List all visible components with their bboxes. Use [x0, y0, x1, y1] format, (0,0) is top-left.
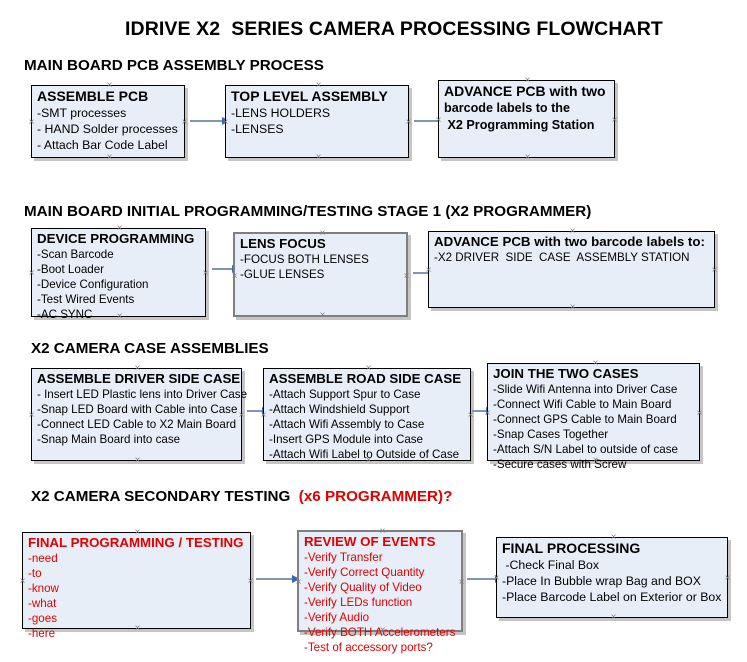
section-heading-red-suffix: (x6 PROGRAMMER)?: [298, 488, 453, 505]
node-line: -to: [28, 567, 42, 580]
node-line: -Boot Loader: [37, 263, 105, 276]
node-line: -Place In Bubble wrap Bag and BOX: [502, 574, 701, 588]
node-line: -Insert GPS Module into Case: [269, 433, 424, 446]
node-line: -Verify BOTH Accelerometers: [304, 626, 456, 639]
node-title: FINAL PROCESSING: [502, 540, 641, 556]
resize-handle-left[interactable]: [27, 269, 36, 278]
resize-handle-bottom[interactable]: [523, 153, 532, 162]
node-line: -Verify Quality of Video: [304, 581, 422, 594]
node-review-of-events[interactable]: REVIEW OF EVENTS -Verify Transfer -Verif…: [297, 530, 463, 654]
node-line: barcode labels to the: [444, 101, 570, 115]
node-assemble-driver-side-case[interactable]: ASSEMBLE DRIVER SIDE CASE - Insert LED P…: [31, 368, 248, 461]
node-assemble-pcb[interactable]: ASSEMBLE PCB -SMT processes - HAND Solde…: [31, 85, 185, 158]
node-title: ADVANCE PCB with two barcode labels to:: [434, 234, 705, 249]
node-title: REVIEW OF EVENTS: [304, 534, 436, 549]
node-line: -Verify Audio: [304, 611, 370, 624]
node-line: -Attach Wifi Label to Outside of Case: [269, 448, 460, 461]
node-line: -Verify Transfer: [304, 551, 383, 564]
node-line: -Snap Main Board into case: [37, 433, 181, 446]
node-line: -Attach Windshield Support: [269, 403, 410, 416]
arrowhead-icon: [292, 574, 300, 583]
node-line: -Snap Cases Together: [493, 428, 609, 441]
resize-handle-left[interactable]: [230, 272, 239, 281]
node-line: -Device Configuration: [37, 278, 149, 291]
resize-handle-left[interactable]: [27, 411, 36, 420]
node-line: -LENS HOLDERS: [231, 106, 331, 120]
connector-device-programming-to-lens-focus: [212, 264, 240, 273]
node-line: - Insert LED Plastic lens into Driver Ca…: [37, 388, 248, 401]
section-heading-text: X2 CAMERA SECONDARY TESTING: [31, 488, 299, 505]
node-title: DEVICE PROGRAMMING: [37, 231, 195, 246]
node-line: -Verify Correct Quantity: [304, 566, 425, 579]
node-line: -Check Final Box: [502, 558, 600, 572]
connector-driver-case-to-road-case: [247, 406, 270, 415]
node-line: -LENSES: [231, 122, 284, 136]
section-heading-case-assemblies: X2 CAMERA CASE ASSEMBLIES: [31, 340, 269, 357]
node-line: -Scan Barcode: [37, 248, 114, 261]
node-title: LENS FOCUS: [240, 236, 326, 251]
node-line: -Connect Wifi Cable to Main Board: [493, 398, 672, 411]
node-line: -FOCUS BOTH LENSES: [240, 253, 369, 266]
node-title: ADVANCE PCB with two: [444, 83, 606, 99]
node-lens-focus[interactable]: LENS FOCUS -FOCUS BOTH LENSES -GLUE LENS…: [233, 232, 408, 317]
node-line: -Verify LEDs function: [304, 596, 413, 609]
resize-handle-bottom[interactable]: [318, 311, 327, 320]
node-line-overflow: -Test of accessory ports?: [304, 641, 433, 654]
node-line: -Test Wired Events: [37, 293, 135, 306]
node-final-processing[interactable]: FINAL PROCESSING -Check Final Box -Place…: [496, 537, 728, 618]
node-title: ASSEMBLE ROAD SIDE CASE: [269, 371, 462, 386]
node-line: -Attach S/N Label to outside of case: [493, 443, 678, 456]
resize-handle-bottom[interactable]: [105, 153, 114, 162]
node-line: -goes: [28, 612, 58, 625]
node-line: -know: [28, 582, 59, 595]
node-title: FINAL PROGRAMMING / TESTING: [28, 535, 244, 550]
resize-handle-bottom[interactable]: [609, 613, 618, 622]
resize-handle-left[interactable]: [27, 118, 36, 127]
node-line: -Secure cases with Screw: [493, 458, 627, 471]
node-line: -Attach Support Spur to Case: [269, 388, 421, 401]
node-title: ASSEMBLE PCB: [37, 88, 149, 104]
resize-handle-bottom[interactable]: [314, 153, 323, 162]
section-heading-pcb-assembly: MAIN BOARD PCB ASSEMBLY PROCESS: [24, 57, 324, 74]
node-advance-pcb-programming-station[interactable]: ADVANCE PCB with two barcode labels to t…: [438, 80, 615, 158]
node-title: JOIN THE TWO CASES: [493, 366, 639, 381]
connector-road-case-to-join-cases: [472, 406, 494, 415]
node-line: -here: [28, 627, 56, 640]
node-device-programming[interactable]: DEVICE PROGRAMMING -Scan Barcode -Boot L…: [31, 228, 206, 321]
node-line: - HAND Solder processes: [37, 122, 178, 136]
node-final-programming-testing[interactable]: FINAL PROGRAMMING / TESTING -need -to -k…: [22, 532, 251, 640]
resize-handle-right[interactable]: [710, 266, 719, 275]
node-line: X2 Programming Station: [444, 118, 595, 132]
connector-review-events-to-final-processing: [467, 574, 503, 583]
node-line: -Connect LED Cable to X2 Main Board: [37, 418, 237, 431]
node-line: -AC SYNC: [37, 308, 93, 321]
node-line: -GLUE LENSES: [240, 268, 325, 281]
node-line: -what: [28, 597, 57, 610]
resize-handle-left[interactable]: [259, 411, 268, 420]
node-advance-pcb-driver-side[interactable]: ADVANCE PCB with two barcode labels to: …: [428, 231, 715, 308]
node-top-level-assembly[interactable]: TOP LEVEL ASSEMBLY -LENS HOLDERS -LENSES: [225, 85, 409, 158]
resize-handle-left[interactable]: [18, 577, 27, 586]
node-assemble-road-side-case[interactable]: ASSEMBLE ROAD SIDE CASE -Attach Support …: [263, 368, 471, 461]
node-line: -X2 DRIVER SIDE CASE ASSEMBLY STATION: [434, 251, 690, 264]
document-title: IDRIVE X2 SERIES CAMERA PROCESSING FLOWC…: [125, 18, 663, 40]
section-heading-initial-programming: MAIN BOARD INITIAL PROGRAMMING/TESTING S…: [24, 203, 592, 220]
connector-assemble-pcb-to-top-level: [190, 116, 230, 125]
resize-handle-bottom[interactable]: [568, 303, 577, 312]
node-line: -SMT processes: [37, 106, 127, 120]
node-title: TOP LEVEL ASSEMBLY: [231, 88, 388, 104]
node-line: -Place Barcode Label on Exterior or Box: [502, 590, 722, 604]
node-line: -Slide Wifi Antenna into Driver Case: [493, 383, 678, 396]
resize-handle-bottom[interactable]: [133, 456, 142, 465]
section-heading-secondary-testing: X2 CAMERA SECONDARY TESTING (x6 PROGRAMM…: [31, 488, 452, 505]
node-line: -need: [28, 552, 58, 565]
node-line: -Snap LED Board with Cable into Case: [37, 403, 238, 416]
node-line: -Connect GPS Cable to Main Board: [493, 413, 677, 426]
node-line: -Attach Wifi Assembly to Case: [269, 418, 425, 431]
connector-final-programming-to-review-events: [256, 574, 300, 583]
node-join-the-two-cases[interactable]: JOIN THE TWO CASES -Slide Wifi Antenna i…: [487, 363, 700, 471]
node-title: ASSEMBLE DRIVER SIDE CASE: [37, 371, 241, 386]
node-line: - Attach Bar Code Label: [37, 138, 168, 152]
